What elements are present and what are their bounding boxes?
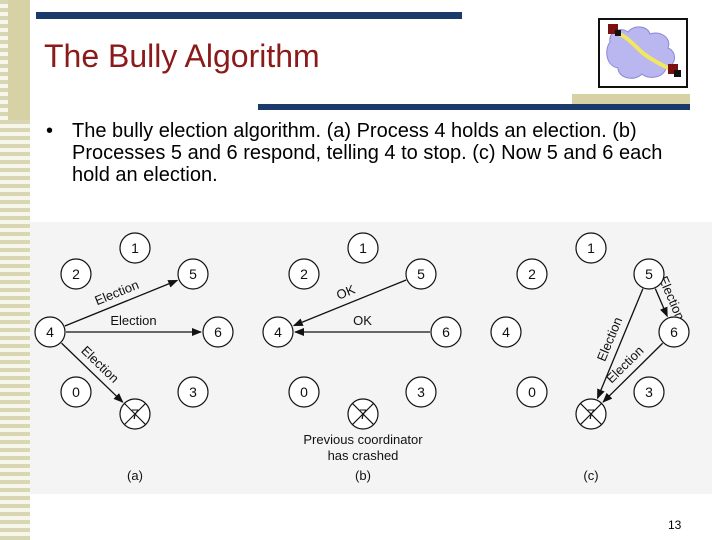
node-4-circle <box>34 316 66 348</box>
node-2-label: 2 <box>300 266 308 282</box>
node-1-circle <box>347 232 379 264</box>
node-1-circle <box>119 232 151 264</box>
node-5-label: 5 <box>645 266 653 282</box>
left-decorative-bar <box>8 0 30 120</box>
node-6-label: 6 <box>670 324 678 340</box>
arrow-label-4-6: Election <box>110 313 156 328</box>
node-6-label: 6 <box>442 324 450 340</box>
slide-title: The Bully Algorithm <box>44 38 320 74</box>
node-7-label: 7 <box>131 406 139 422</box>
arrow-5-to-7 <box>596 288 644 400</box>
node-4-circle <box>490 316 522 348</box>
node-3-circle <box>405 376 437 408</box>
node-6-label: 6 <box>214 324 222 340</box>
panel-caption: (c) <box>583 468 598 483</box>
node-5-label: 5 <box>417 266 425 282</box>
network-cloud-icon <box>606 24 681 79</box>
crashed-cross-line <box>351 402 375 426</box>
arrow-label-5-4: OK <box>334 282 357 303</box>
arrow-4-to-7 <box>61 342 124 403</box>
node-5-label: 5 <box>189 266 197 282</box>
network-logo <box>598 18 688 88</box>
node-4-label: 4 <box>46 324 54 340</box>
node-2-circle <box>516 258 548 290</box>
node-0-circle <box>516 376 548 408</box>
node-3-circle <box>633 376 665 408</box>
node-3-label: 3 <box>417 384 425 400</box>
page-number: 13 <box>668 518 682 532</box>
node-6-circle <box>202 316 234 348</box>
node-7-label: 7 <box>587 406 595 422</box>
node-0-label: 0 <box>528 384 536 400</box>
node-2-circle <box>60 258 92 290</box>
bullet-dot: • <box>46 120 54 142</box>
arrow-label-4-5: Election <box>92 277 140 308</box>
node-5-circle <box>633 258 665 290</box>
crashed-cross-line <box>579 402 603 426</box>
node-2-label: 2 <box>72 266 80 282</box>
top-rule <box>36 12 462 19</box>
crash-note-line2: has crashed <box>328 448 399 463</box>
arrow-4-to-5 <box>64 279 179 327</box>
crashed-cross-line <box>123 402 147 426</box>
node-0-circle <box>288 376 320 408</box>
node-0-circle <box>60 376 92 408</box>
crash-note-line1: Previous coordinator <box>303 432 423 447</box>
header-rule <box>258 104 690 110</box>
arrow-label-5-7: Election <box>594 315 626 363</box>
node-2-label: 2 <box>528 266 536 282</box>
node-0-label: 0 <box>300 384 308 400</box>
bullet-text: The bully election algorithm. (a) Proces… <box>72 120 663 186</box>
arrow-6-to-7 <box>602 342 664 403</box>
node-6-circle <box>658 316 690 348</box>
node-3-label: 3 <box>189 384 197 400</box>
node-7-label: 7 <box>359 406 367 422</box>
node-1-label: 1 <box>359 240 367 256</box>
node-4-label: 4 <box>274 324 282 340</box>
arrow-5-to-6 <box>654 288 668 318</box>
node-3-label: 3 <box>645 384 653 400</box>
bullet-point: • The bully election algorithm. (a) Proc… <box>46 120 686 186</box>
node-5-circle <box>405 258 437 290</box>
node-1-label: 1 <box>131 240 139 256</box>
node-0-label: 0 <box>72 384 80 400</box>
node-3-circle <box>177 376 209 408</box>
header-stub <box>572 94 690 104</box>
node-4-circle <box>262 316 294 348</box>
panel-caption: (a) <box>127 468 143 483</box>
node-2-circle <box>288 258 320 290</box>
arrow-5-to-4 <box>292 279 407 327</box>
node-5-circle <box>177 258 209 290</box>
node-1-circle <box>575 232 607 264</box>
panel-caption: (b) <box>355 468 371 483</box>
node-6-circle <box>430 316 462 348</box>
node-1-label: 1 <box>587 240 595 256</box>
arrow-label-6-4: OK <box>353 313 372 328</box>
node-4-label: 4 <box>502 324 510 340</box>
